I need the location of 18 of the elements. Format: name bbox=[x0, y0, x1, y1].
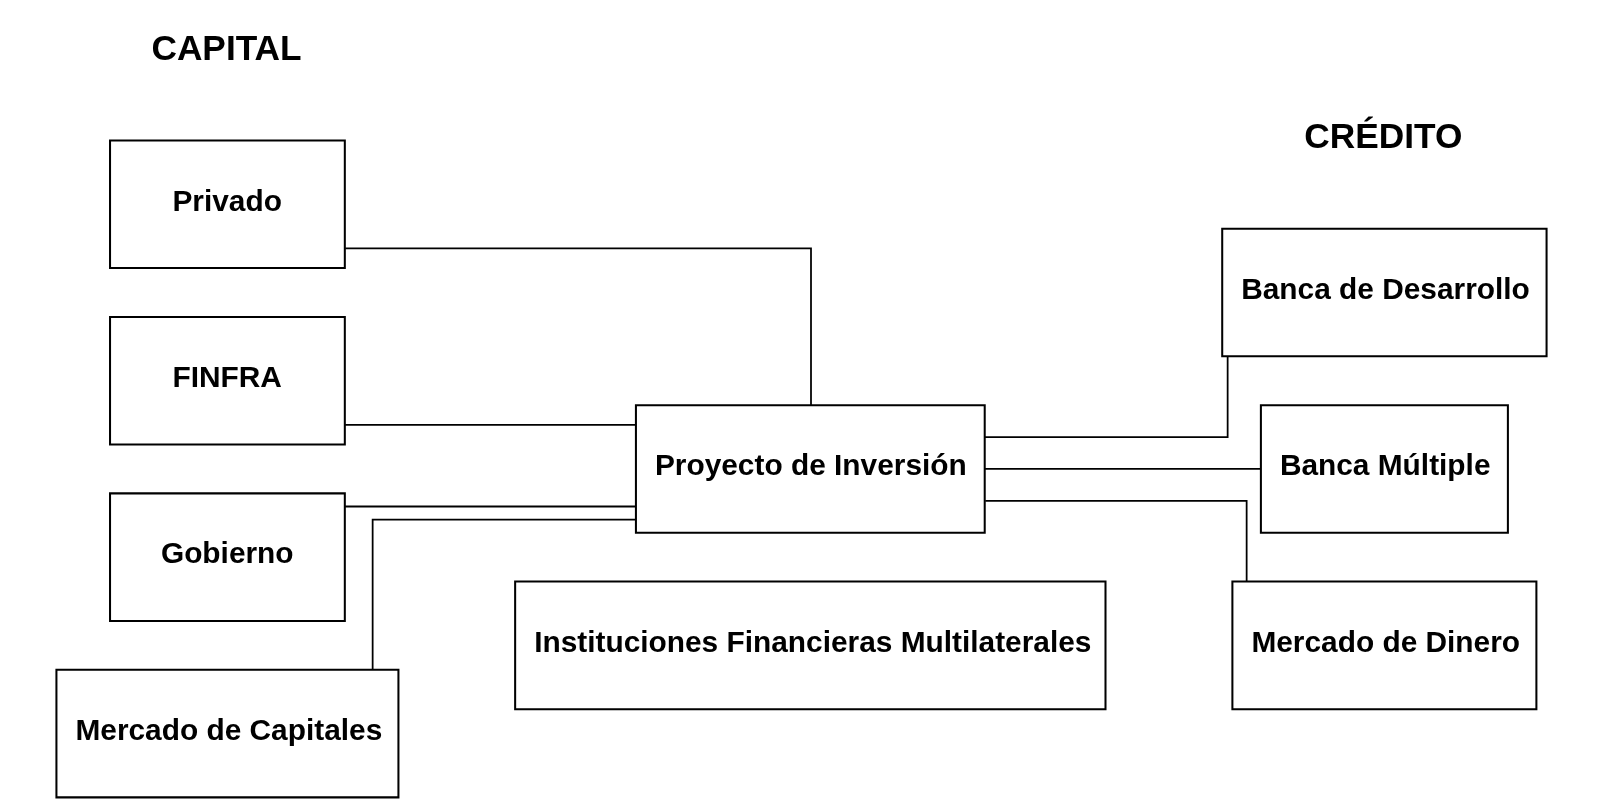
node-box: Instituciones Financieras Multilaterales bbox=[514, 580, 1107, 711]
connector bbox=[344, 423, 637, 426]
node-box: FINFRA bbox=[109, 315, 346, 446]
node-box: Mercado de Dinero bbox=[1231, 580, 1538, 711]
node-box: Banca de Desarrollo bbox=[1221, 227, 1548, 358]
connector bbox=[984, 468, 1262, 470]
node-box: Gobierno bbox=[109, 492, 346, 622]
connector bbox=[371, 518, 637, 671]
connector bbox=[344, 505, 637, 508]
connector bbox=[984, 355, 1229, 438]
connector bbox=[344, 247, 812, 407]
node-box: Proyecto de Inversión bbox=[634, 404, 986, 534]
connector bbox=[984, 499, 1248, 583]
label: CRÉDITO bbox=[1304, 115, 1463, 155]
label: CAPITAL bbox=[151, 27, 302, 67]
node-box: Mercado de Capitales bbox=[55, 668, 400, 799]
node-box: Banca Múltiple bbox=[1259, 404, 1509, 534]
node-box: Privado bbox=[109, 139, 346, 270]
